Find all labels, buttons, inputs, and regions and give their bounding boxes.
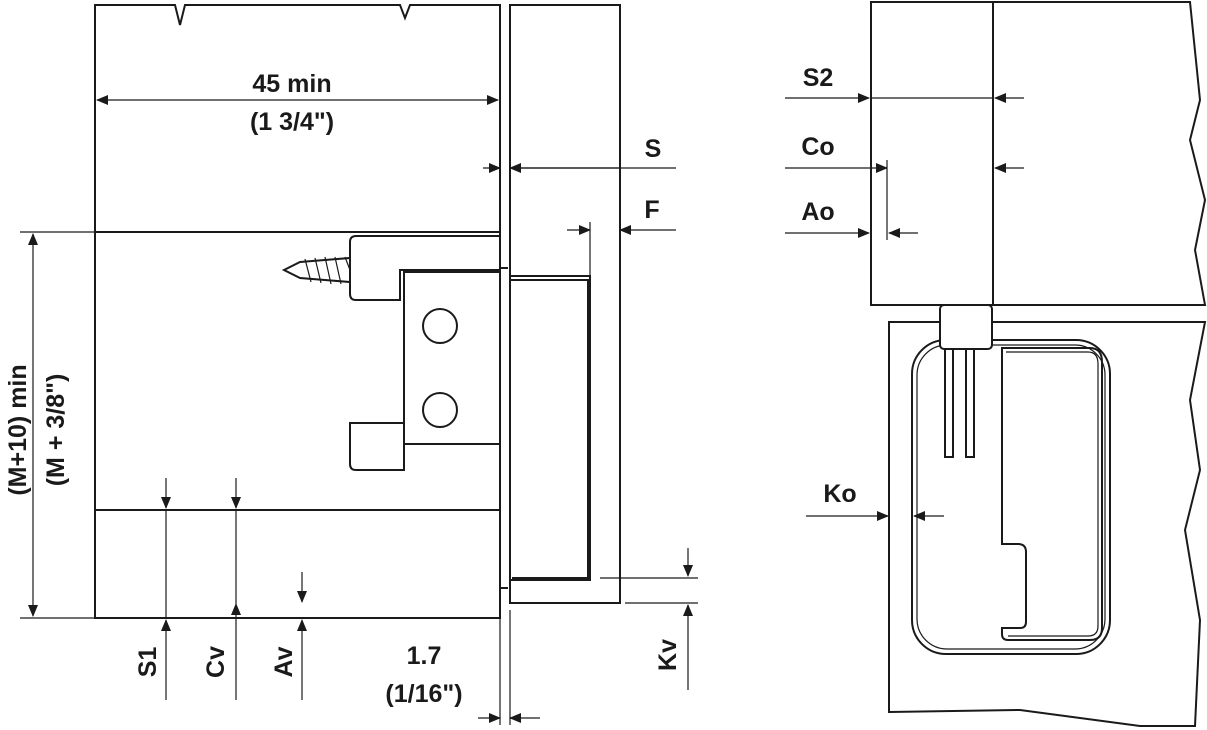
front-panel-pocket: [509, 275, 591, 581]
dim-Cv: Cv: [202, 478, 241, 700]
Cv-label: Cv: [202, 646, 230, 678]
Av-label: Av: [270, 646, 298, 677]
bracket-hole-top: [422, 308, 458, 344]
upper-hatched-panel: [870, 1, 994, 306]
dim-S2: S2: [785, 64, 1024, 103]
pin-right: [965, 348, 975, 458]
M-inch-label: (M + 3/8"): [42, 374, 70, 487]
front-pocket-inner: [510, 279, 589, 579]
dim-Ko: Ko: [806, 480, 944, 521]
dim-1-7: 1.7 (1/16"): [385, 610, 540, 725]
dim-M-min: (M+10) min (M + 3/8"): [4, 231, 95, 619]
dim-45-min: 45 min (1 3/4"): [96, 70, 499, 136]
dim-Av: Av: [270, 572, 307, 700]
runner-profile: [1001, 347, 1103, 641]
runner-inner: [916, 344, 1106, 650]
runner-profile-inner: [1006, 351, 1099, 637]
M-min-label: (M+10) min: [4, 364, 32, 495]
S-label: S: [645, 135, 662, 163]
left-view: 45 min (1 3/4") S F (M+10) min (M + 3/8"…: [4, 4, 698, 725]
clip-head: [939, 304, 993, 350]
dim-Ao: Ao: [785, 198, 918, 238]
dim-1-7-inch-label: (1/16"): [385, 680, 462, 708]
upper-panel: [992, 0, 1207, 306]
Ko-label: Ko: [823, 480, 856, 508]
dim-S1: S1: [134, 478, 171, 700]
Ao-label: Ao: [801, 198, 834, 226]
runner-outer: [911, 339, 1111, 655]
screw-icon: [281, 256, 351, 285]
fixing-bracket: [349, 235, 508, 589]
dim-45-inch-label: (1 3/4"): [250, 108, 334, 136]
Kv-label: Kv: [654, 639, 682, 671]
drawer-bottom-section: [94, 509, 501, 619]
dim-1-7-label: 1.7: [407, 642, 442, 670]
dim-Kv: Kv: [600, 548, 698, 690]
bracket-hole-bottom: [422, 392, 458, 428]
S1-label: S1: [134, 647, 162, 678]
Co-label: Co: [801, 133, 834, 161]
pin-left: [944, 348, 954, 458]
right-view: S2 Co Ao Ko: [785, 0, 1207, 727]
dim-F: F: [567, 196, 676, 276]
lower-drawer-panel: [888, 321, 1207, 727]
dim-45-label: 45 min: [252, 70, 331, 98]
dim-Co: Co: [785, 133, 1024, 240]
cabinet-side-panel: [94, 4, 501, 619]
dim-S: S: [483, 135, 676, 173]
F-label: F: [644, 196, 659, 224]
S2-label: S2: [803, 64, 834, 92]
